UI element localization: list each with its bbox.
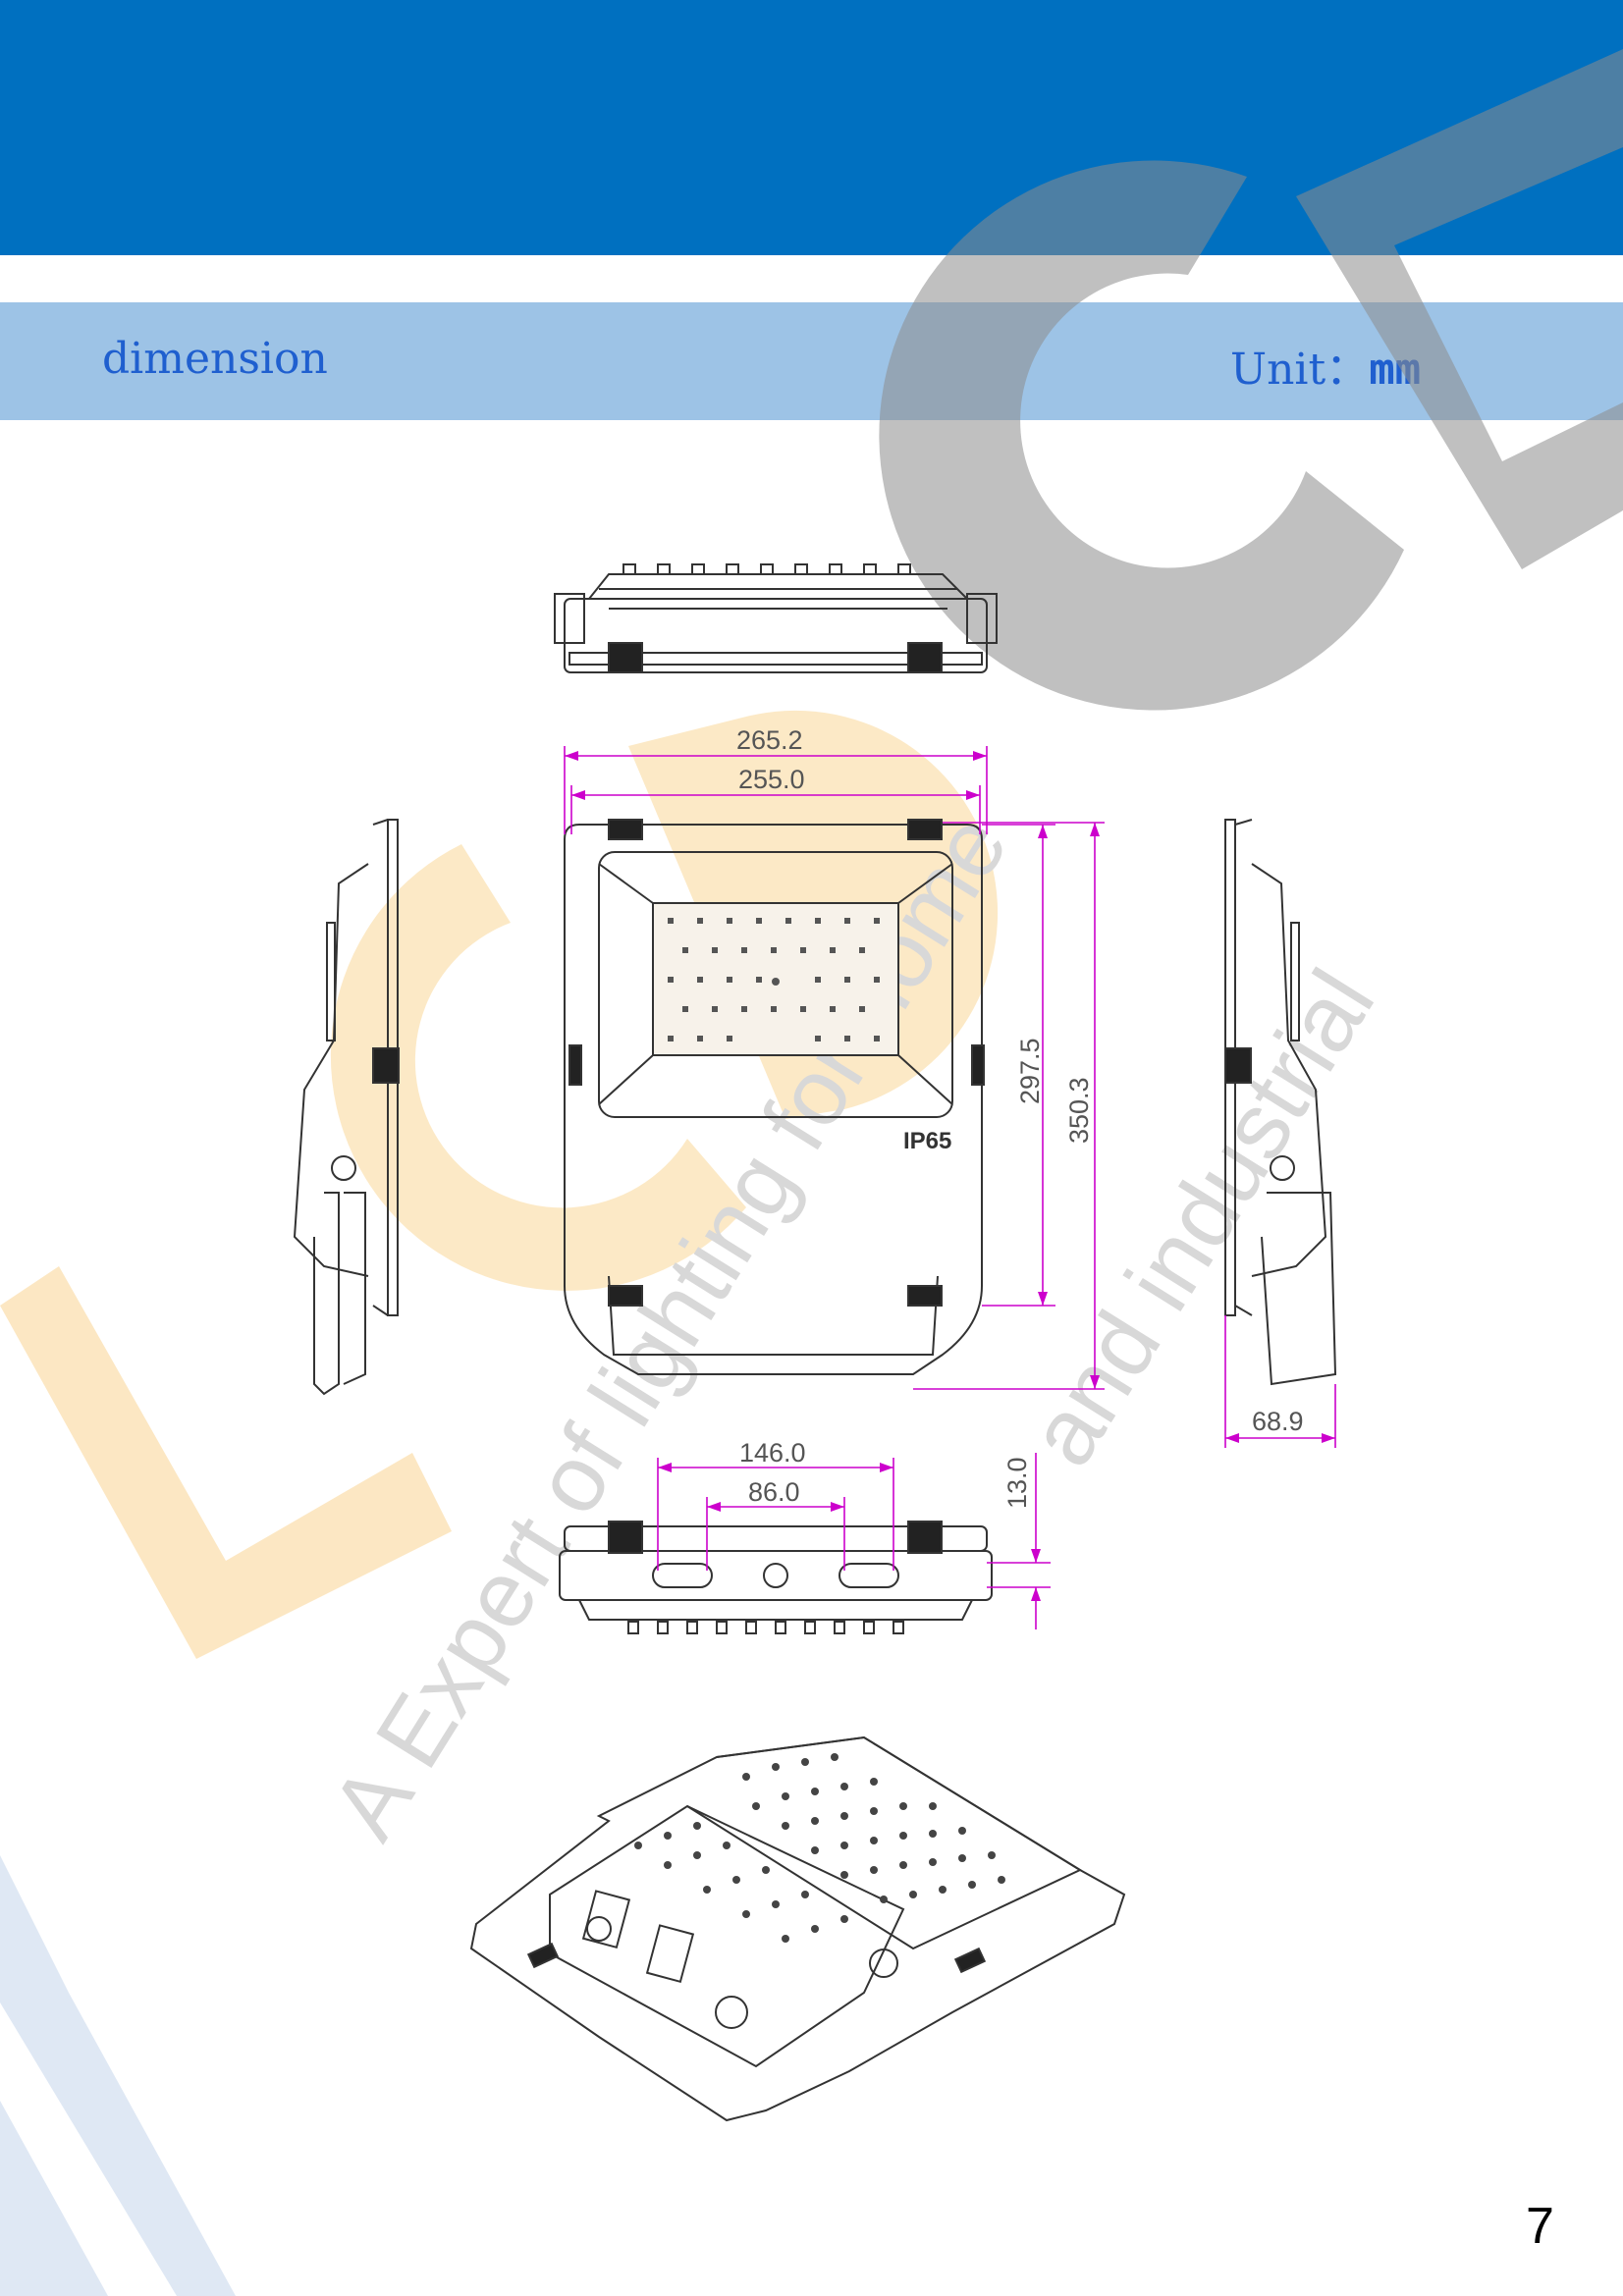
unit-label-text: Unit： [1230,345,1370,395]
dim-side-depth: 68.9 [1252,1407,1304,1436]
dim-overall-height: 350.3 [1064,1077,1094,1144]
right-side-view [1224,819,1337,1386]
front-view: IP65 [564,819,985,1375]
dim-hole-spacing-outer: 146.0 [739,1438,806,1468]
dim-bracket-offset: 13.0 [1002,1457,1032,1509]
ip-rating-label: IP65 [903,1128,951,1154]
dimension-arrows [565,751,1335,1601]
top-view [554,563,998,673]
isometric-view [469,1735,1126,2122]
bottom-view [559,1521,993,1634]
dim-overall-width: 265.2 [736,725,803,755]
section-title: dimension [102,334,328,384]
dim-bracket-width: 255.0 [738,765,805,794]
section-band [0,302,1623,420]
dim-body-height: 297.5 [1015,1038,1045,1104]
left-side-view [293,819,400,1396]
led-grid [668,918,880,1041]
page-number: 7 [1526,2198,1554,2255]
dim-hole-spacing-inner: 86.0 [748,1477,800,1507]
dimension-lines [564,746,1336,1629]
